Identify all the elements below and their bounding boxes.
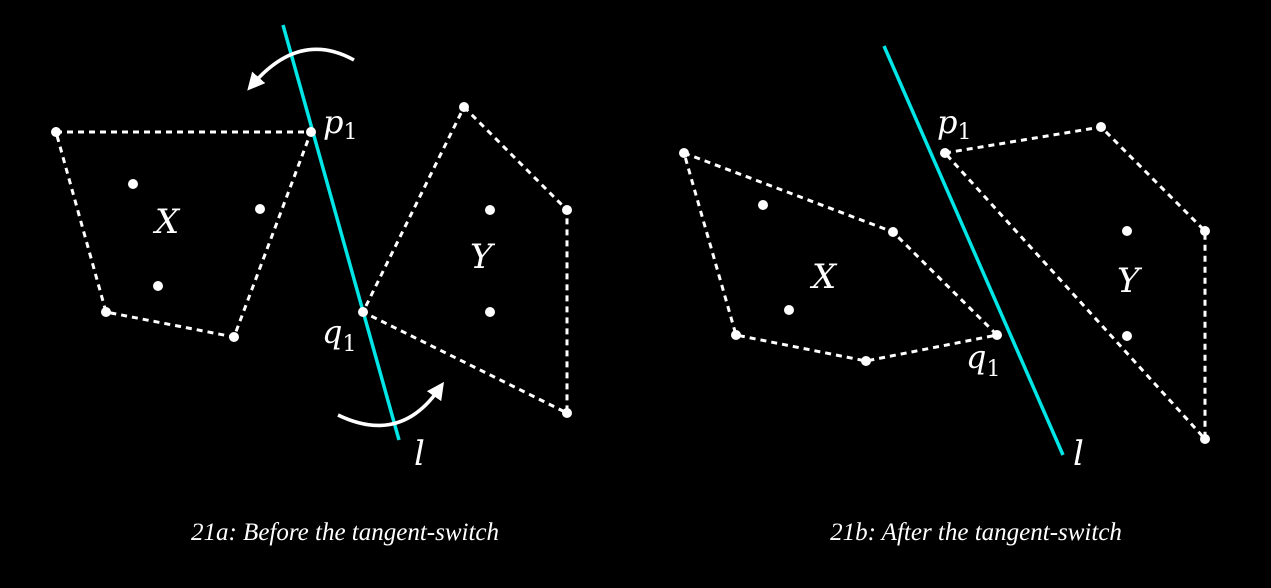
- hull-x: [681, 150, 1001, 363]
- label-q: q1: [966, 338, 1000, 382]
- interior-point: [255, 204, 265, 214]
- vertex-q1: [358, 307, 368, 317]
- rotation-arrow-bottom: [337, 381, 445, 428]
- interior-point: [784, 305, 794, 315]
- vertex-point: [562, 205, 572, 215]
- caption-b: 21b: After the tangent-switch: [830, 519, 1122, 546]
- vertex-point: [459, 102, 469, 112]
- label-l: l: [1073, 434, 1084, 474]
- interior-point: [128, 179, 138, 189]
- hull-y: [942, 125, 1207, 443]
- vertex-point: [229, 332, 239, 342]
- caption-a: 21a: Before the tangent-switch: [191, 519, 499, 546]
- vertex-point: [562, 408, 572, 418]
- vertex-point: [861, 356, 871, 366]
- vertex-point: [1200, 434, 1210, 444]
- label-q: q1: [322, 313, 356, 357]
- interior-point: [485, 307, 495, 317]
- label-p: p1: [323, 103, 357, 145]
- label-x: X: [809, 257, 838, 297]
- panel-b: X Y p1 q1 l 21b: After the tangent-switc…: [679, 45, 1210, 546]
- label-p: p1: [937, 103, 971, 145]
- label-l: l: [414, 434, 425, 474]
- vertex-q1: [992, 330, 1002, 340]
- label-y: Y: [1117, 261, 1143, 301]
- interior-point: [153, 281, 163, 291]
- hull-x: [54, 130, 314, 339]
- vertex-point: [731, 330, 741, 340]
- vertex-point: [888, 227, 898, 237]
- vertex-p1: [940, 148, 950, 158]
- points-y: [940, 122, 1210, 444]
- tangent-line-l: [281, 24, 401, 441]
- vertex-p1: [306, 127, 316, 137]
- interior-point: [758, 200, 768, 210]
- tangent-line-l: [882, 45, 1065, 456]
- vertex-point: [1200, 226, 1210, 236]
- vertex-point: [679, 148, 689, 158]
- interior-point: [1122, 331, 1132, 341]
- points-x: [679, 148, 1002, 366]
- vertex-point: [101, 307, 111, 317]
- vertex-point: [51, 127, 61, 137]
- interior-point: [485, 205, 495, 215]
- rotation-arrow-top: [247, 47, 355, 91]
- label-y: Y: [470, 237, 496, 277]
- interior-point: [1122, 226, 1132, 236]
- vertex-point: [1096, 122, 1106, 132]
- hull-y: [360, 104, 569, 416]
- points-x: [51, 127, 316, 342]
- panel-a: X Y p1 q1 l 21a: Before the tangent-swit…: [51, 24, 572, 546]
- points-y: [358, 102, 572, 418]
- label-x: X: [152, 202, 181, 242]
